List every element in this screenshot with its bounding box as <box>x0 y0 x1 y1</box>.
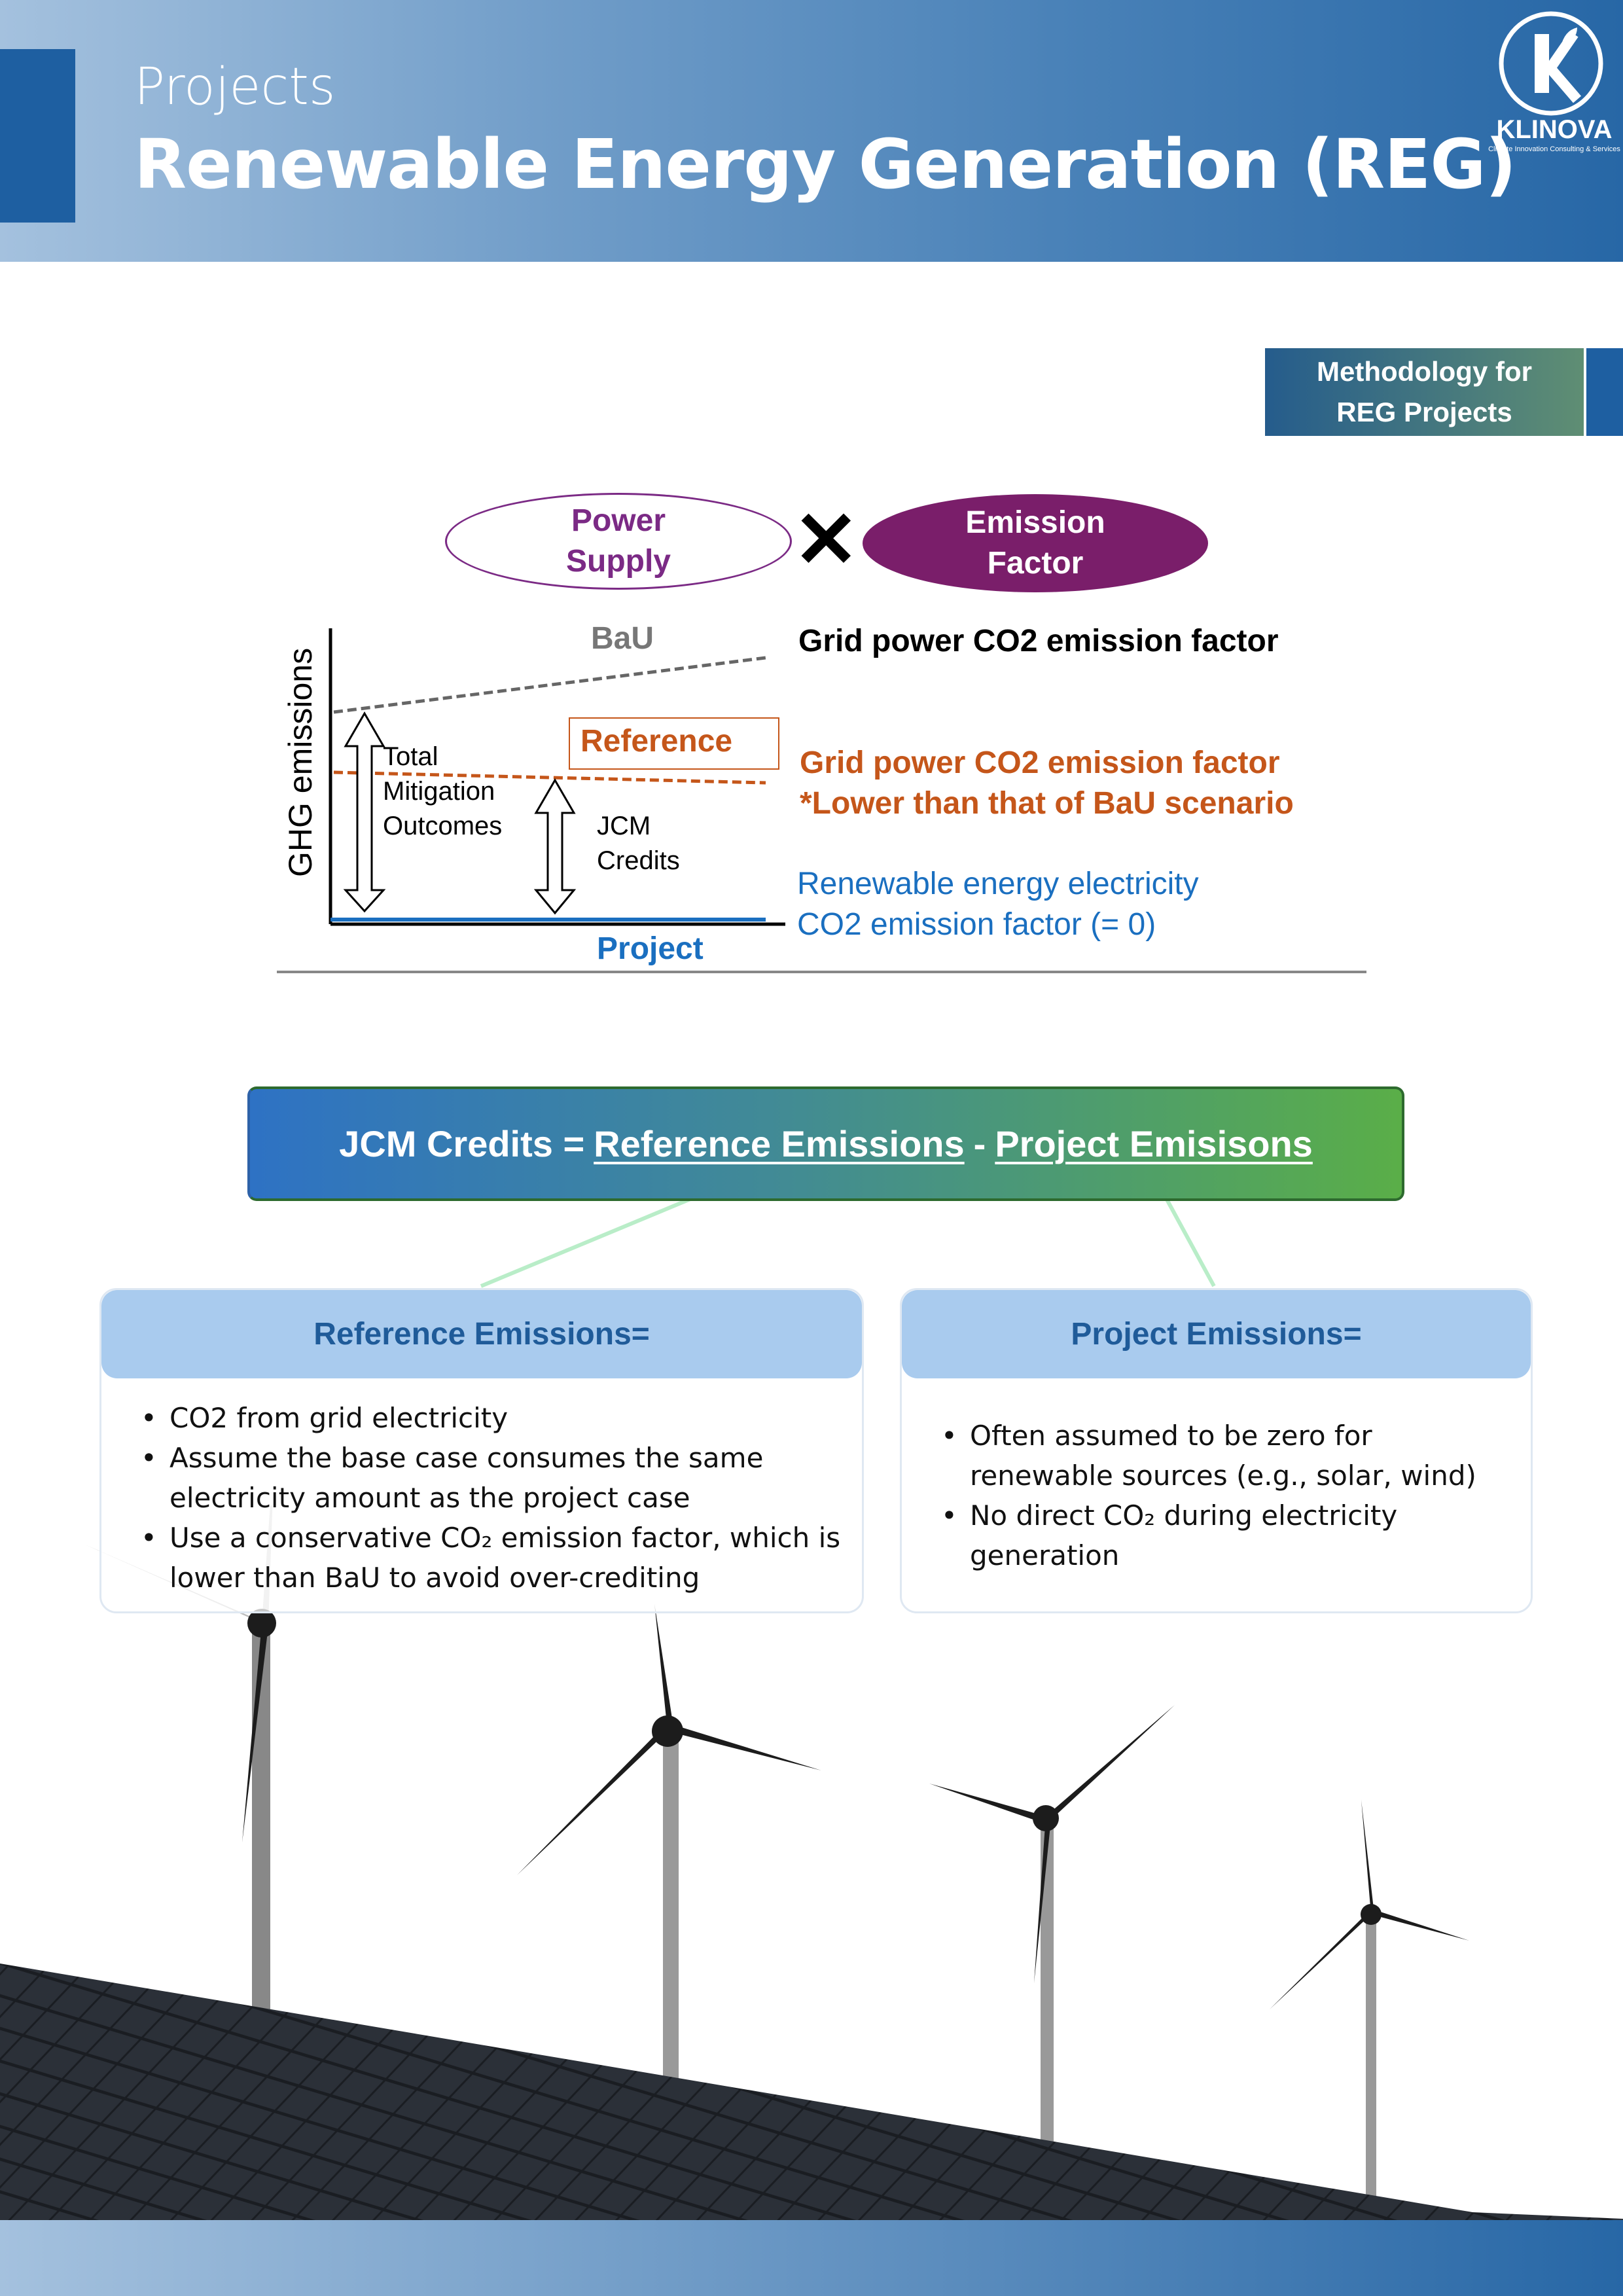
list-item: CO2 from grid electricity <box>141 1398 842 1438</box>
header-accent-bar <box>0 49 75 223</box>
reference-label: Reference <box>580 724 733 759</box>
footer-band <box>0 2220 1623 2296</box>
wind-turbine-icon <box>1270 1800 1469 2225</box>
desc-line: CO2 emission factor (= 0) <box>797 907 1156 942</box>
section-kicker: Projects <box>134 58 336 117</box>
list-item: Assume the base case consumes the same e… <box>141 1438 842 1518</box>
equation-project-term: Project Emisisons <box>995 1123 1313 1164</box>
list-item: Use a conservative CO₂ emission factor, … <box>141 1518 842 1598</box>
methodology-accent-strip <box>1586 348 1623 436</box>
reference-line <box>333 770 766 785</box>
project-emissions-card: Project Emissions= Often assumed to be z… <box>900 1288 1533 1613</box>
bau-label: BaU <box>591 621 654 656</box>
multiply-icon: ✕ <box>793 496 859 584</box>
emission-factor-ellipse: Emission Factor <box>863 494 1208 592</box>
reference-box <box>569 717 779 770</box>
equation-lhs: JCM Credits = <box>339 1123 585 1164</box>
klinova-logo-icon <box>1499 11 1603 116</box>
jcm-credits-label: JCM Credits <box>597 809 680 878</box>
card-list: CO2 from grid electricity Assume the bas… <box>141 1398 842 1598</box>
desc-line: Grid power CO2 emission factor <box>800 745 1280 780</box>
methodology-line1: Methodology for <box>1317 356 1532 387</box>
logo-name: KLINOVA <box>1496 115 1613 144</box>
jcm-credits-equation: JCM Credits = Reference Emissions - Proj… <box>247 1086 1404 1201</box>
equation-reference-term: Reference Emissions <box>594 1123 965 1164</box>
bau-line <box>333 656 766 714</box>
wind-solar-illustration <box>0 1505 1623 2225</box>
total-mitigation-arrow <box>343 711 386 913</box>
card-title: Reference Emissions= <box>101 1290 862 1378</box>
y-axis-label: GHG emissions <box>282 647 319 877</box>
label-line: Mitigation <box>383 777 495 806</box>
solar-panels <box>0 1964 1623 2225</box>
header-banner <box>0 0 1623 262</box>
emissions-diagram <box>329 628 785 926</box>
reference-description: Grid power CO2 emission factor *Lower th… <box>800 743 1294 824</box>
bau-description: Grid power CO2 emission factor <box>798 624 1279 658</box>
divider <box>277 971 1366 973</box>
jcm-credits-arrow <box>533 778 577 915</box>
card-title: Project Emissions= <box>902 1290 1531 1378</box>
label-line: Outcomes <box>383 812 503 840</box>
page-title: Renewable Energy Generation (REG) <box>134 124 1516 204</box>
logo-tagline: Climate Innovation Consulting & Services <box>1488 145 1620 153</box>
equation-minus: - <box>973 1123 986 1164</box>
label-line: JCM <box>597 812 651 840</box>
label-line: Total <box>383 742 438 771</box>
reference-emissions-card: Reference Emissions= CO2 from grid elect… <box>99 1288 864 1613</box>
label-line: Credits <box>597 846 680 875</box>
project-label: Project <box>597 931 704 966</box>
wind-turbine-icon <box>929 1705 1175 2225</box>
project-description: Renewable energy electricity CO2 emissio… <box>797 864 1199 945</box>
methodology-line2: REG Projects <box>1336 397 1512 427</box>
power-supply-ellipse: Power Supply <box>445 493 792 590</box>
list-item: Often assumed to be zero for renewable s… <box>941 1416 1511 1496</box>
desc-line: Renewable energy electricity <box>797 867 1199 901</box>
card-list: Often assumed to be zero for renewable s… <box>941 1416 1511 1575</box>
methodology-badge: Methodology for REG Projects <box>1265 348 1584 436</box>
list-item: No direct CO₂ during electricity generat… <box>941 1496 1511 1575</box>
total-mitigation-label: Total Mitigation Outcomes <box>383 740 502 844</box>
desc-line: *Lower than that of BaU scenario <box>800 786 1294 821</box>
